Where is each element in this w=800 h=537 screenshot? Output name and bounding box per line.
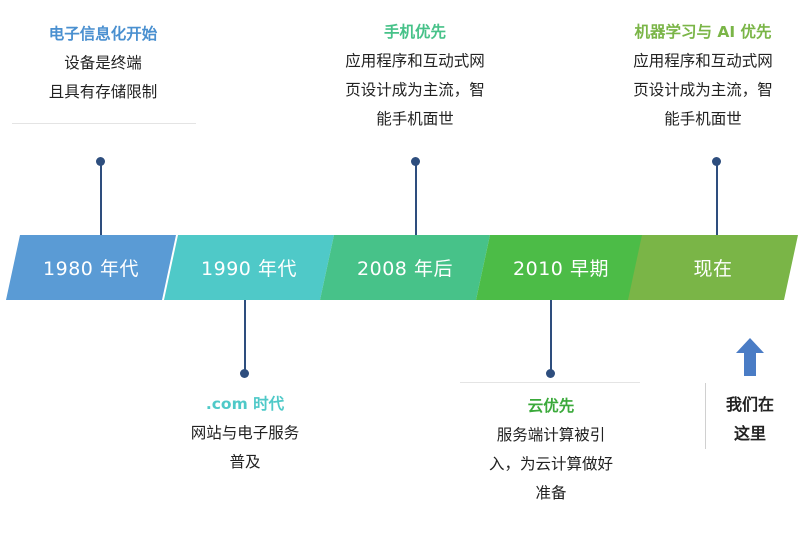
connector-2010-dot	[546, 369, 555, 378]
note-1990s: .com 时代 网站与电子服务 普及	[148, 390, 342, 477]
connector-now	[716, 161, 718, 235]
stage-2010: 2010 早期	[476, 235, 646, 300]
stage-now-fill	[628, 235, 798, 300]
note-2008-line2: 页设计成为主流，智	[345, 81, 485, 99]
connector-2008-dot	[411, 157, 420, 166]
stage-2008: 2008 年后	[320, 235, 490, 300]
connector-2010	[550, 300, 552, 373]
note-1990s-title: .com 时代	[205, 395, 285, 413]
note-1980s: 电子信息化开始 设备是终端 且具有存储限制	[10, 20, 196, 107]
stage-2008-label: 2008 年后	[357, 258, 453, 280]
stage-now: 现在	[628, 235, 798, 300]
connector-1980s-dot	[96, 157, 105, 166]
note-now-line1: 应用程序和互动式网	[633, 52, 773, 70]
stage-1980s-label: 1980 年代	[43, 258, 139, 280]
here-label: 我们在 这里	[712, 390, 788, 448]
note-2010-title: 云优先	[527, 397, 575, 415]
stage-now-shape	[628, 235, 798, 300]
note-now-line2: 页设计成为主流，智	[633, 81, 773, 99]
stage-2008-shape	[320, 235, 490, 300]
stage-1980s: 1980 年代	[6, 235, 176, 300]
note-1980s-title: 电子信息化开始	[48, 25, 158, 43]
note-2008-line1: 应用程序和互动式网	[345, 52, 485, 70]
stage-1980s-shape	[6, 235, 176, 300]
note-2010-line1: 服务端计算被引	[496, 426, 606, 444]
arrow-up-shape	[736, 338, 764, 376]
note-1990s-line2: 普及	[229, 453, 261, 471]
note-now: 机器学习与 AI 优先 应用程序和互动式网 页设计成为主流，智 能手机面世	[606, 18, 800, 134]
here-line2: 这里	[733, 424, 766, 443]
note-2010-divider	[460, 382, 640, 383]
note-2008-title: 手机优先	[383, 23, 446, 41]
connector-now-dot	[712, 157, 721, 166]
stage-1990s-shape	[164, 235, 334, 300]
note-2010-line2: 入，为云计算做好	[488, 455, 613, 473]
stage-2008-fill	[320, 235, 490, 300]
stage-2010-label: 2010 早期	[513, 258, 609, 280]
stage-1980s-fill	[6, 235, 176, 300]
note-1980s-divider	[12, 123, 196, 124]
connector-1990s-dot	[240, 369, 249, 378]
note-1990s-line1: 网站与电子服务	[190, 424, 300, 442]
note-now-title: 机器学习与 AI 优先	[634, 23, 772, 41]
stage-1990s-fill	[164, 235, 334, 300]
stage-2010-shape	[476, 235, 646, 300]
note-2008: 手机优先 应用程序和互动式网 页设计成为主流，智 能手机面世	[318, 18, 512, 134]
here-divider	[705, 383, 706, 449]
stage-now-label: 现在	[693, 258, 733, 280]
note-1980s-line1: 设备是终端	[64, 54, 142, 72]
stage-1990s: 1990 年代	[164, 235, 334, 300]
note-2010-line3: 准备	[535, 484, 567, 502]
stage-1990s-label: 1990 年代	[201, 258, 297, 280]
connector-2008	[415, 161, 417, 235]
arrow-up-icon	[736, 338, 764, 376]
note-2008-line3: 能手机面世	[376, 110, 454, 128]
note-2010: 云优先 服务端计算被引 入，为云计算做好 准备	[454, 392, 648, 508]
connector-1980s	[100, 161, 102, 235]
connector-1990s	[244, 300, 246, 373]
note-now-line3: 能手机面世	[664, 110, 742, 128]
stage-2010-fill	[476, 235, 646, 300]
here-line1: 我们在	[725, 395, 774, 414]
note-1980s-line2: 且具有存储限制	[48, 83, 158, 101]
